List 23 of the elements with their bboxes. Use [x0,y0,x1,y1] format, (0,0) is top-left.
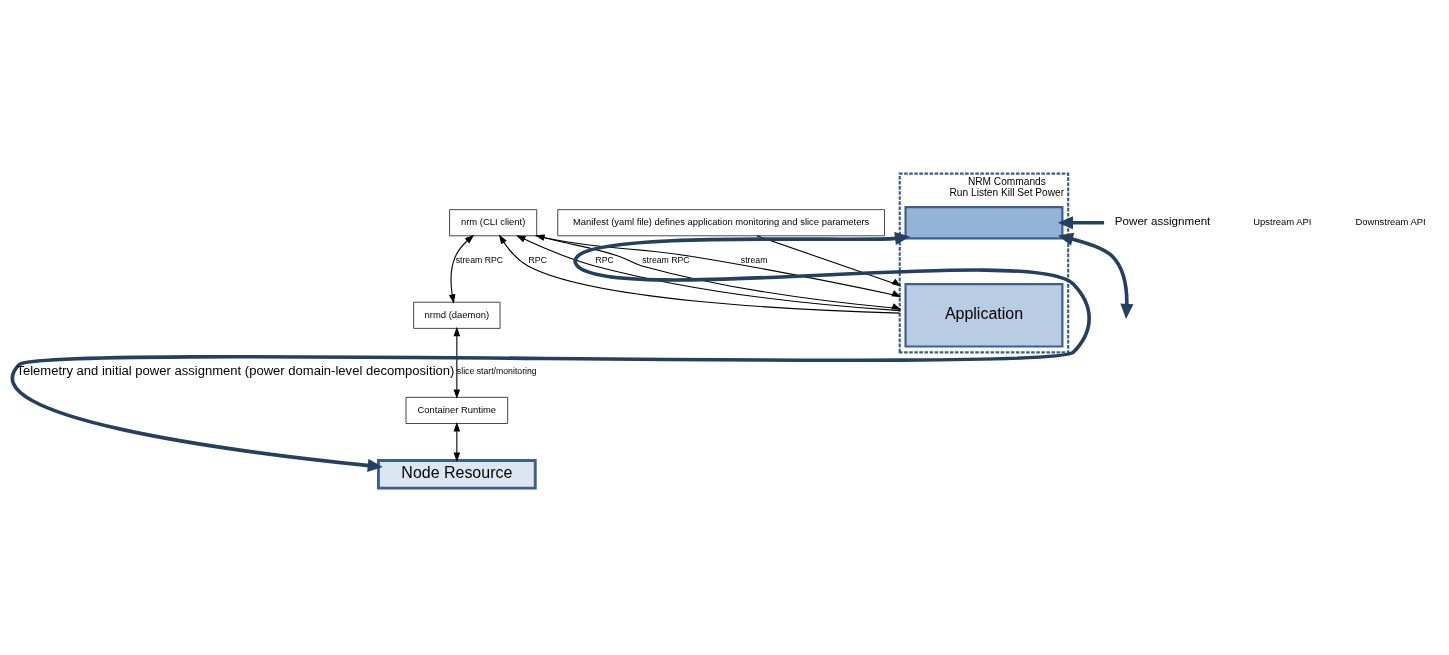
edge-label: Telemetry and initial power assignment (power domain-level decomposition) [16,362,455,378]
node-box [904,205,1064,239]
edge-label: RPC [595,254,614,265]
arrow [756,234,902,287]
arrow [448,234,475,304]
edge-label: RPC [528,254,547,265]
edge-label: stream RPC [455,254,504,265]
edge-label: stream RPC [642,254,690,265]
arrow [453,326,461,399]
node-box: Application [904,282,1064,348]
node-box: Container Runtime [405,396,509,424]
node-box: nrm (CLI client) [449,208,538,236]
node-text: Power assignment [1114,213,1211,227]
arrow [453,421,461,462]
node-box: Manifest (yaml file) defines application monitoring and slice parameters [557,208,885,236]
edge-label: stream [740,254,768,265]
node-box: nrmd (daemon) [413,301,501,329]
label: Upstream API [1253,215,1312,227]
edge-label: slice start/monitoring [456,365,537,376]
label: Downstream API [1355,215,1426,227]
arrow [1058,232,1134,319]
node-box: Node Resource [377,458,537,490]
arrow [1057,215,1105,229]
